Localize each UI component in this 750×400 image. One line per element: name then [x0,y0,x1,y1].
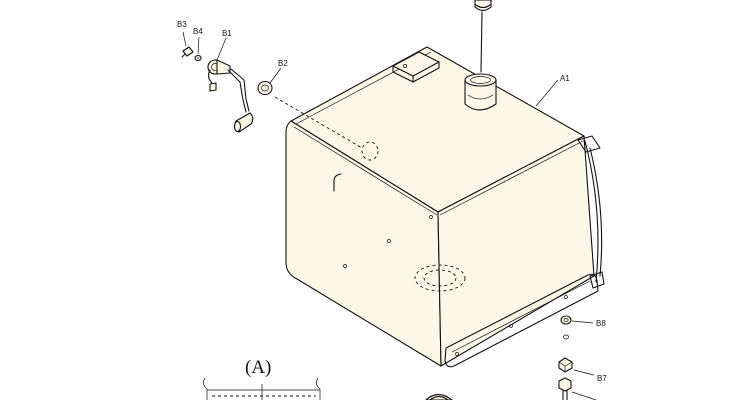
top-bracket-hole [403,64,407,68]
tank-mark-1 [387,239,391,243]
part-b3-screw [181,46,194,58]
top-bracket-lip-2 [412,61,440,83]
strap-bracket-bottom [589,271,605,289]
fuel-sender-assembly: B3 B4 B1 B2 [177,20,288,133]
part-b7-plug [558,357,573,373]
drain-bolt [558,377,572,400]
part-b8-nut [560,315,572,325]
drain-valve [425,393,453,400]
b1-leader [216,37,227,61]
tank-mark-2 [343,264,347,268]
tank-right-face [437,135,595,367]
fuel-tank-a1 [274,0,605,368]
label-b3: B3 [177,20,187,29]
filler-cap [474,0,492,12]
b7-leader [573,369,595,376]
guard-plate-inner [451,280,591,353]
label-b7: B7 [597,374,607,383]
guard-hole-2 [509,324,513,328]
hidden-drain-outlet [414,264,466,292]
top-bracket-lip [392,65,414,83]
bottom-guard-plate [444,273,599,368]
tank-strap-inner [589,147,603,277]
strap-bracket-top [577,135,601,153]
tank-side-edge [439,139,586,216]
tank-strap [584,140,599,283]
filler-cap-leader [480,11,483,73]
guard-hole-1 [564,295,568,299]
bolt-leader [571,391,597,400]
detail-a-break-line [203,377,321,400]
label-detail-a: (A) [245,357,271,378]
b8-leader [571,320,594,324]
b3-leader [182,31,187,47]
tank-left-face [285,120,442,367]
label-b4: B4 [193,27,203,36]
tank-mark-3 [429,215,433,219]
detail-a-callout: (A) [203,357,321,400]
hidden-sender-port [361,141,379,161]
guard-hole-3 [455,352,459,356]
hidden-drain-outlet-inner [423,269,457,287]
label-b2: B2 [278,59,288,68]
label-b8: B8 [596,319,606,328]
part-b4-washer [194,54,202,62]
a1-leader [535,79,559,107]
tank-front-edge [293,126,438,216]
b4-leader [197,36,200,55]
label-b1: B1 [222,29,232,38]
label-a1: A1 [560,74,570,83]
tank-hook [333,173,342,192]
part-b1-sender-unit [207,59,254,133]
drain-parts: B8 B7 [558,315,607,400]
part-b2-gasket [257,80,273,96]
drain-washer [563,334,569,340]
b2-leader [269,67,282,84]
sender-centerline [274,96,363,149]
filler-neck [464,73,497,111]
